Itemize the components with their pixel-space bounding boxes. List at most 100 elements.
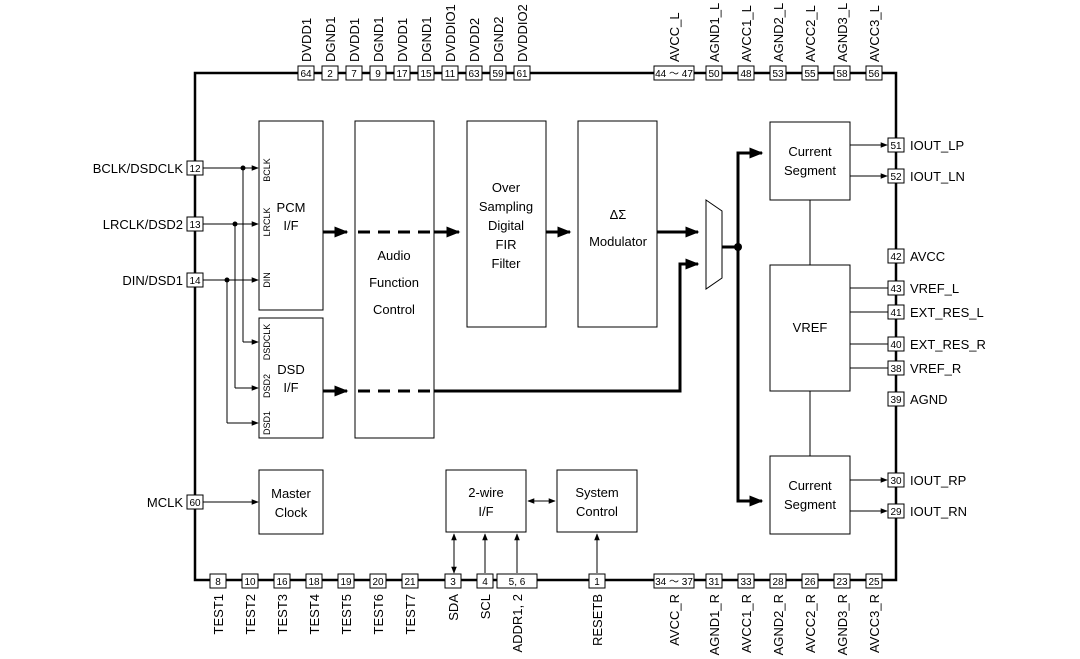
bottom-pins: 8TEST110TEST216TEST318TEST419TEST520TEST… (209, 573, 883, 655)
dsd-if-block (258, 317, 324, 439)
pcm-label-2: I/F (283, 218, 298, 233)
top-pin-label-avcc1-l: AVCC1_L (739, 5, 754, 62)
bottom-pin-label-agnd2-r: AGND2_R (771, 594, 786, 655)
pin-box-sda (444, 573, 462, 589)
top-pin-label-avcc3-l: AVCC3_L (867, 5, 882, 62)
bottom-pin-label-test6: TEST6 (371, 594, 386, 634)
top-pin-label-dgnd1: DGND1 (419, 16, 434, 62)
fir-label-5: Filter (492, 256, 522, 271)
left-pin-label-mclk: MCLK (147, 495, 183, 510)
pin-box-iout-rn (887, 503, 905, 519)
bottom-pin-label-addr1-2: ADDR1, 2 (510, 594, 525, 653)
pin-number-3: 9 (375, 69, 381, 80)
pin-number-avcc3-r: 25 (868, 577, 880, 588)
top-pin-label-dvddio2: DVDDIO2 (515, 4, 530, 62)
pin-box-resetb (588, 573, 606, 589)
pin-box-dvdd1-0 (297, 65, 315, 81)
pin-number-15: 58 (836, 69, 848, 80)
pin-number-14: 55 (804, 69, 816, 80)
fir-label-3: Digital (488, 218, 524, 233)
right-pin-label-vref-r: VREF_R (910, 361, 961, 376)
pin-number-0: 64 (300, 69, 312, 80)
top-pin-label-dgnd1: DGND1 (371, 16, 386, 62)
right-pin-label-iout-lp: IOUT_LP (910, 138, 964, 153)
fir-label-2: Sampling (479, 199, 533, 214)
pin-number-scl: 4 (482, 577, 488, 588)
pin-number-sda: 3 (450, 577, 456, 588)
pin-box-mclk (186, 494, 204, 510)
right-output-wiring (809, 142, 888, 514)
pin-number-avcc2-r: 26 (804, 577, 816, 588)
pin-box-agnd2-l-13 (769, 65, 787, 81)
bottom-pin-label-resetb: RESETB (590, 594, 605, 646)
pin-box-agnd3-l-15 (833, 65, 851, 81)
right-pin-label-ext-res-l: EXT_RES_L (910, 305, 984, 320)
pin-number-9: 61 (516, 69, 528, 80)
pin-box-dvddio2-9 (513, 65, 531, 81)
top-pin-label-agnd1-l: AGND1_L (707, 3, 722, 62)
two-wire-if-block (445, 469, 527, 533)
pin-box-test5 (337, 573, 355, 589)
pin-number-5: 15 (420, 69, 432, 80)
top-pin-label-dvdd1: DVDD1 (347, 18, 362, 62)
pin-number-avcc-r: 34 ～ 37 (655, 577, 693, 588)
pin-box-test7 (401, 573, 419, 589)
top-pins: 64DVDD12DGND17DVDD19DGND117DVDD115DGND11… (297, 3, 883, 81)
master-clock-block (258, 469, 324, 535)
bottom-pin-label-avcc-r: AVCC_R (667, 594, 682, 646)
control-wiring (451, 498, 600, 574)
sysctl-label-1: System (575, 485, 618, 500)
pcm-if-block (258, 120, 324, 311)
top-pin-label-dgnd2: DGND2 (491, 16, 506, 62)
mod-label-2: Modulator (589, 234, 647, 249)
pin-number-iout-rp: 30 (890, 476, 902, 487)
bottom-pin-label-avcc3-r: AVCC3_R (867, 594, 882, 653)
pin-box-avcc-r (653, 573, 695, 589)
pin-number-bclk-dsdclk: 12 (189, 164, 201, 175)
cur-top-label-1: Current (788, 144, 832, 159)
pin-number-12: 48 (740, 69, 752, 80)
pin-box-avcc1-l-12 (737, 65, 755, 81)
twowire-label-2: I/F (478, 504, 493, 519)
pin-box-avcc2-r (801, 573, 819, 589)
pin-box-agnd (887, 391, 905, 407)
pin-number-test2: 10 (244, 577, 256, 588)
pin-number-agnd2-r: 28 (772, 577, 784, 588)
pin-number-2: 7 (351, 69, 357, 80)
pin-number-13: 53 (772, 69, 784, 80)
pin-box-ext-res-r (887, 336, 905, 352)
right-pin-label-iout-ln: IOUT_LN (910, 169, 965, 184)
mux-symbol (705, 199, 723, 290)
bottom-pin-label-avcc2-r: AVCC2_R (803, 594, 818, 653)
top-pin-label-avcc-l: AVCC_L (667, 12, 682, 62)
pcm-pin-din: DIN (262, 272, 272, 288)
pin-box-scl (476, 573, 494, 589)
pcm-pin-bclk: BCLK (262, 158, 272, 182)
bottom-pin-label-agnd1-r: AGND1_R (707, 594, 722, 655)
right-pin-label-agnd: AGND (910, 392, 948, 407)
pin-box-agnd2-r (769, 573, 787, 589)
right-pin-label-iout-rn: IOUT_RN (910, 504, 967, 519)
cur-bot-label-1: Current (788, 478, 832, 493)
pin-number-agnd1-r: 31 (708, 577, 720, 588)
pin-box-avcc-l-10 (653, 65, 695, 81)
right-pin-label-vref-l: VREF_L (910, 281, 959, 296)
data-path-buses (323, 147, 764, 507)
pin-number-lrclk-dsd2: 13 (189, 220, 201, 231)
top-pin-label-dvdd2: DVDD2 (467, 18, 482, 62)
bottom-pin-label-test3: TEST3 (275, 594, 290, 634)
pin-box-avcc1-r (737, 573, 755, 589)
pin-box-test3 (273, 573, 291, 589)
pin-box-agnd1-l-11 (705, 65, 723, 81)
pin-number-test4: 18 (308, 577, 320, 588)
pin-box-addr1-2 (496, 573, 538, 589)
pin-number-7: 63 (468, 69, 480, 80)
pin-number-test5: 19 (340, 577, 352, 588)
pin-number-test1: 8 (215, 577, 221, 588)
bottom-pin-label-sda: SDA (446, 594, 461, 621)
fir-filter-block (466, 120, 547, 328)
pcm-label-1: PCM (277, 200, 306, 215)
pin-number-vref-l: 43 (890, 284, 902, 295)
